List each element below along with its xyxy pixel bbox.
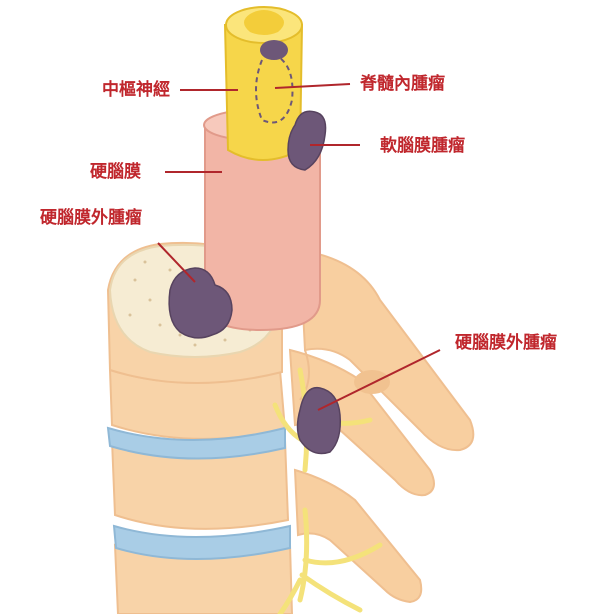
label-intramedullary-tumor: 脊髓內腫瘤 bbox=[360, 74, 445, 94]
label-central-nervous-system: 中樞神經 bbox=[102, 80, 170, 100]
label-extradural-tumor-upper: 硬腦膜外腫瘤 bbox=[40, 208, 142, 228]
tumors bbox=[168, 110, 342, 455]
intervertebral-discs bbox=[106, 426, 291, 560]
leader-lines bbox=[157, 83, 441, 411]
spinal-cord bbox=[223, 6, 304, 161]
extradural-tumor-mass-upper bbox=[168, 267, 233, 339]
label-dura-mater: 硬腦膜 bbox=[90, 162, 141, 182]
lower-vertebrae bbox=[108, 368, 294, 614]
extradural-tumor-mass-lower bbox=[296, 386, 342, 455]
leptomeningeal-tumor-mass bbox=[287, 110, 327, 171]
label-extradural-tumor-lower: 硬腦膜外腫瘤 bbox=[455, 333, 557, 353]
label-leptomeningeal-tumor: 軟腦膜腫瘤 bbox=[380, 136, 465, 156]
